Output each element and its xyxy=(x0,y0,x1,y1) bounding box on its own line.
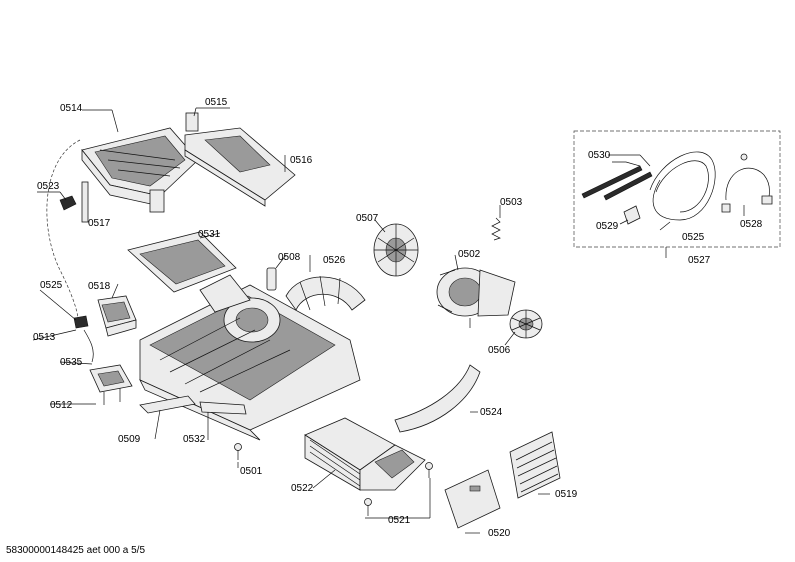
blower-wheel-0506 xyxy=(509,309,543,339)
cover-plate-0509 xyxy=(139,395,247,415)
motor-0502 xyxy=(436,267,516,328)
label-0507: 0507 xyxy=(356,213,379,224)
label-0529: 0529 xyxy=(596,221,619,232)
label-0506: 0506 xyxy=(488,345,511,356)
label-0515: 0515 xyxy=(205,97,228,108)
label-0528: 0528 xyxy=(740,219,763,230)
label-0518: 0518 xyxy=(88,281,111,292)
label-0517: 0517 xyxy=(88,218,111,229)
left-small-parts xyxy=(73,315,133,405)
label-0509: 0509 xyxy=(118,434,141,445)
spring-0503 xyxy=(491,217,501,241)
label-0530: 0530 xyxy=(588,150,611,161)
label-0514: 0514 xyxy=(60,103,83,114)
label-0525: 0525 xyxy=(40,280,63,291)
hose-0517 xyxy=(46,139,89,321)
label-0521: 0521 xyxy=(388,515,411,526)
label-0513: 0513 xyxy=(33,332,56,343)
label-0516: 0516 xyxy=(290,155,313,166)
label-0502: 0502 xyxy=(458,249,481,260)
air-duct-0526 xyxy=(285,275,366,311)
label-0519: 0519 xyxy=(555,489,578,500)
water-container-0514 xyxy=(81,127,199,213)
screw-0501 xyxy=(234,443,242,460)
label-0501: 0501 xyxy=(240,466,263,477)
label-0531: 0531 xyxy=(198,229,221,240)
label-0523: 0523 xyxy=(37,181,60,192)
label-0527: 0527 xyxy=(688,255,711,266)
seal-0524 xyxy=(394,364,481,433)
condenser-0522 xyxy=(304,417,426,491)
accessory-kit-box-0527 xyxy=(573,130,781,258)
label-0532: 0532 xyxy=(183,434,206,445)
label-0503: 0503 xyxy=(500,197,523,208)
grille-0519 xyxy=(509,431,561,499)
label-0512: 0512 xyxy=(50,400,73,411)
label-0535: 0535 xyxy=(60,357,83,368)
drawing-footer: 58300000148425 aet 000 a 5/5 xyxy=(6,545,146,556)
label-0522: 0522 xyxy=(291,483,314,494)
label-0526: 0526 xyxy=(323,255,346,266)
electronic-module-0518 xyxy=(97,295,137,337)
leader-lines xyxy=(32,154,745,534)
base-frame-0531 xyxy=(127,231,361,441)
label-0520: 0520 xyxy=(488,528,511,539)
label-0525-kit: 0525 xyxy=(682,232,705,243)
screws-0521 xyxy=(364,462,433,516)
sensor-0508 xyxy=(266,267,277,291)
fan-wheel-0507 xyxy=(373,223,419,277)
panel-0520 xyxy=(444,469,501,529)
label-0524: 0524 xyxy=(480,407,503,418)
container-lid-0516 xyxy=(184,112,296,207)
label-0508: 0508 xyxy=(278,252,301,263)
